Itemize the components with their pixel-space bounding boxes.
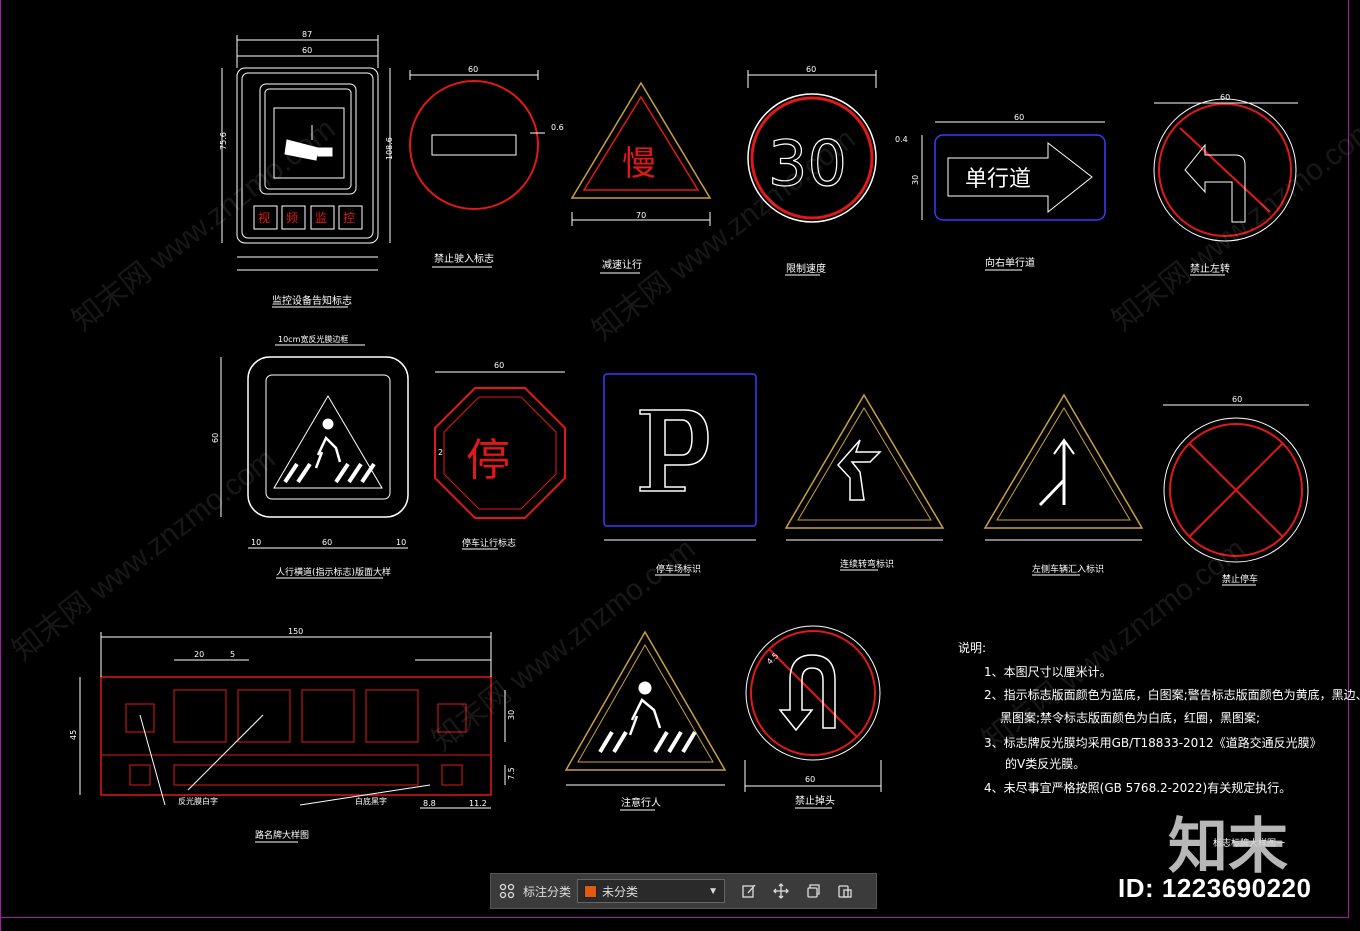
dim-06: 0.6 [551,123,564,132]
move-icon[interactable] [770,880,792,902]
monitor-red-3: 监 [315,211,327,225]
dim-60-uturn: 60 [805,775,815,784]
dim-60-stop: 60 [494,361,504,370]
dim-10-b: 10 [396,538,406,547]
grid-icon[interactable] [496,880,518,902]
label-monitor: 监控设备告知标志 [272,294,352,307]
label-board: 路名牌大样图 [255,829,309,841]
dim-60-oneway: 60 [1014,113,1024,122]
leader-label-2: 白底黑字 [355,796,387,806]
monitor-red-2: 频 [286,211,298,225]
label-ped-warn: 注意行人 [621,796,661,809]
slow-glyph: 慢 [622,144,656,184]
label-curve: 连续转弯标识 [840,558,894,570]
dim-60-speed: 60 [806,65,816,74]
paste-icon[interactable] [834,880,856,902]
color-swatch [584,884,598,898]
dim-70: 70 [636,211,646,220]
copy-icon[interactable] [802,880,824,902]
image-id: ID: 1223690220 [1118,873,1312,903]
one-way-sign [921,121,1106,271]
label-no-stop: 禁止停车 [1222,573,1258,585]
monitor-red-1: 视 [258,210,270,225]
drawing-frame-bottom [0,917,1349,918]
dim-30-board: 30 [507,710,516,720]
notes-line-4: 3、标志牌反光膜均采用GB/T18833-2012《道路交通反光膜》 [984,735,1322,750]
dim-04: 0.4 [895,135,908,144]
monitor-sign [221,35,391,308]
dim-60-noentry: 60 [468,65,478,74]
ped-crossing-sign [220,344,409,579]
notes-line-5: 的V类反光膜。 [1005,756,1085,771]
dim-10-a: 10 [251,538,261,547]
label-speed: 限制速度 [786,262,826,275]
dim-108: 108.6 [385,137,394,160]
dim-60-ped: 60 [322,538,332,547]
dim-20: 20 [194,650,204,659]
no-entry-sign [409,70,545,268]
speed-limit-sign [747,70,877,276]
category-select[interactable]: 未分类 ▼ [577,879,726,903]
street-name-board [79,632,506,843]
notes-line-1: 1、本图尺寸以厘米计。 [984,665,1112,679]
no-uturn-sign [744,625,882,809]
dim-150: 150 [288,627,303,636]
one-way-text: 单行道 [965,167,1031,192]
leader-label-1: 反光膜白字 [178,796,218,806]
chevron-down-icon: ▼ [708,885,719,897]
dim-2: 2 [438,448,443,457]
titleblock-text: 标志标牌大样图一 [1213,837,1285,849]
edit-icon[interactable] [738,880,760,902]
drawing-frame-left [0,0,1,931]
brand-logo: 知末 [1168,812,1288,882]
dim-10cm: 10cm宽反光膜边框 [278,334,348,344]
dim-30: 30 [911,175,920,185]
dim-112: 11.2 [469,799,487,808]
notes-line-2: 2、指示标志版面颜色为蓝底，白图案;警告标志版面颜色为黄底，黑边、 [984,687,1360,702]
label-merge: 左侧车辆汇入标识 [1032,563,1104,575]
dim-45: 45 [69,730,78,740]
label-no-uturn: 禁止掉头 [795,794,835,807]
label-no-left: 禁止左转 [1190,262,1230,275]
stop-glyph: 停 [466,435,510,486]
dim-88: 8.8 [423,799,436,808]
drawing-frame-right [1348,0,1349,918]
merge-left-sign [983,393,1144,576]
parking-sign [603,373,757,576]
notes-title: 说明: [958,640,986,655]
dim-60-monitor: 60 [302,46,312,55]
curve-warning-sign [784,393,945,571]
dim-75-board: 7.5 [507,767,516,780]
annotation-category-label: 标注分类 [523,884,572,899]
label-one-way: 向右单行道 [985,256,1035,269]
label-no-entry: 禁止驶入标志 [434,252,494,265]
no-stopping-sign [1163,404,1309,586]
dim-5: 5 [230,650,235,659]
dim-75: 75.6 [219,132,228,150]
speed-number: 30 [768,127,847,200]
label-stop: 停车让行标志 [462,537,516,549]
dim-45-uturn: 4.5 [765,651,780,666]
dim-60-noleft: 60 [1220,93,1230,102]
stop-sign [434,371,566,550]
annotation-toolbar: 标注分类 未分类 ▼ [490,873,877,909]
ped-warning-sign [564,630,727,811]
slow-sign [570,81,712,274]
notes-line-6: 4、未尽事宜严格按照(GB 5768.2-2022)有关规定执行。 [984,780,1291,795]
notes-line-3: 黑图案;禁令标志版面颜色为白底，红圈，黑图案; [1000,710,1260,725]
dim-60-nostop: 60 [1232,395,1242,404]
monitor-red-4: 控 [343,211,355,225]
dim-60-ped-v: 60 [211,433,220,443]
label-parking: 停车场标识 [656,563,701,575]
no-left-turn-sign [1153,98,1298,276]
label-ped-cross: 人行横道(指示标志)版面大样 [276,566,391,578]
label-slow: 减速让行 [602,258,642,271]
category-select-value: 未分类 [602,884,639,899]
dim-87: 87 [302,30,312,39]
